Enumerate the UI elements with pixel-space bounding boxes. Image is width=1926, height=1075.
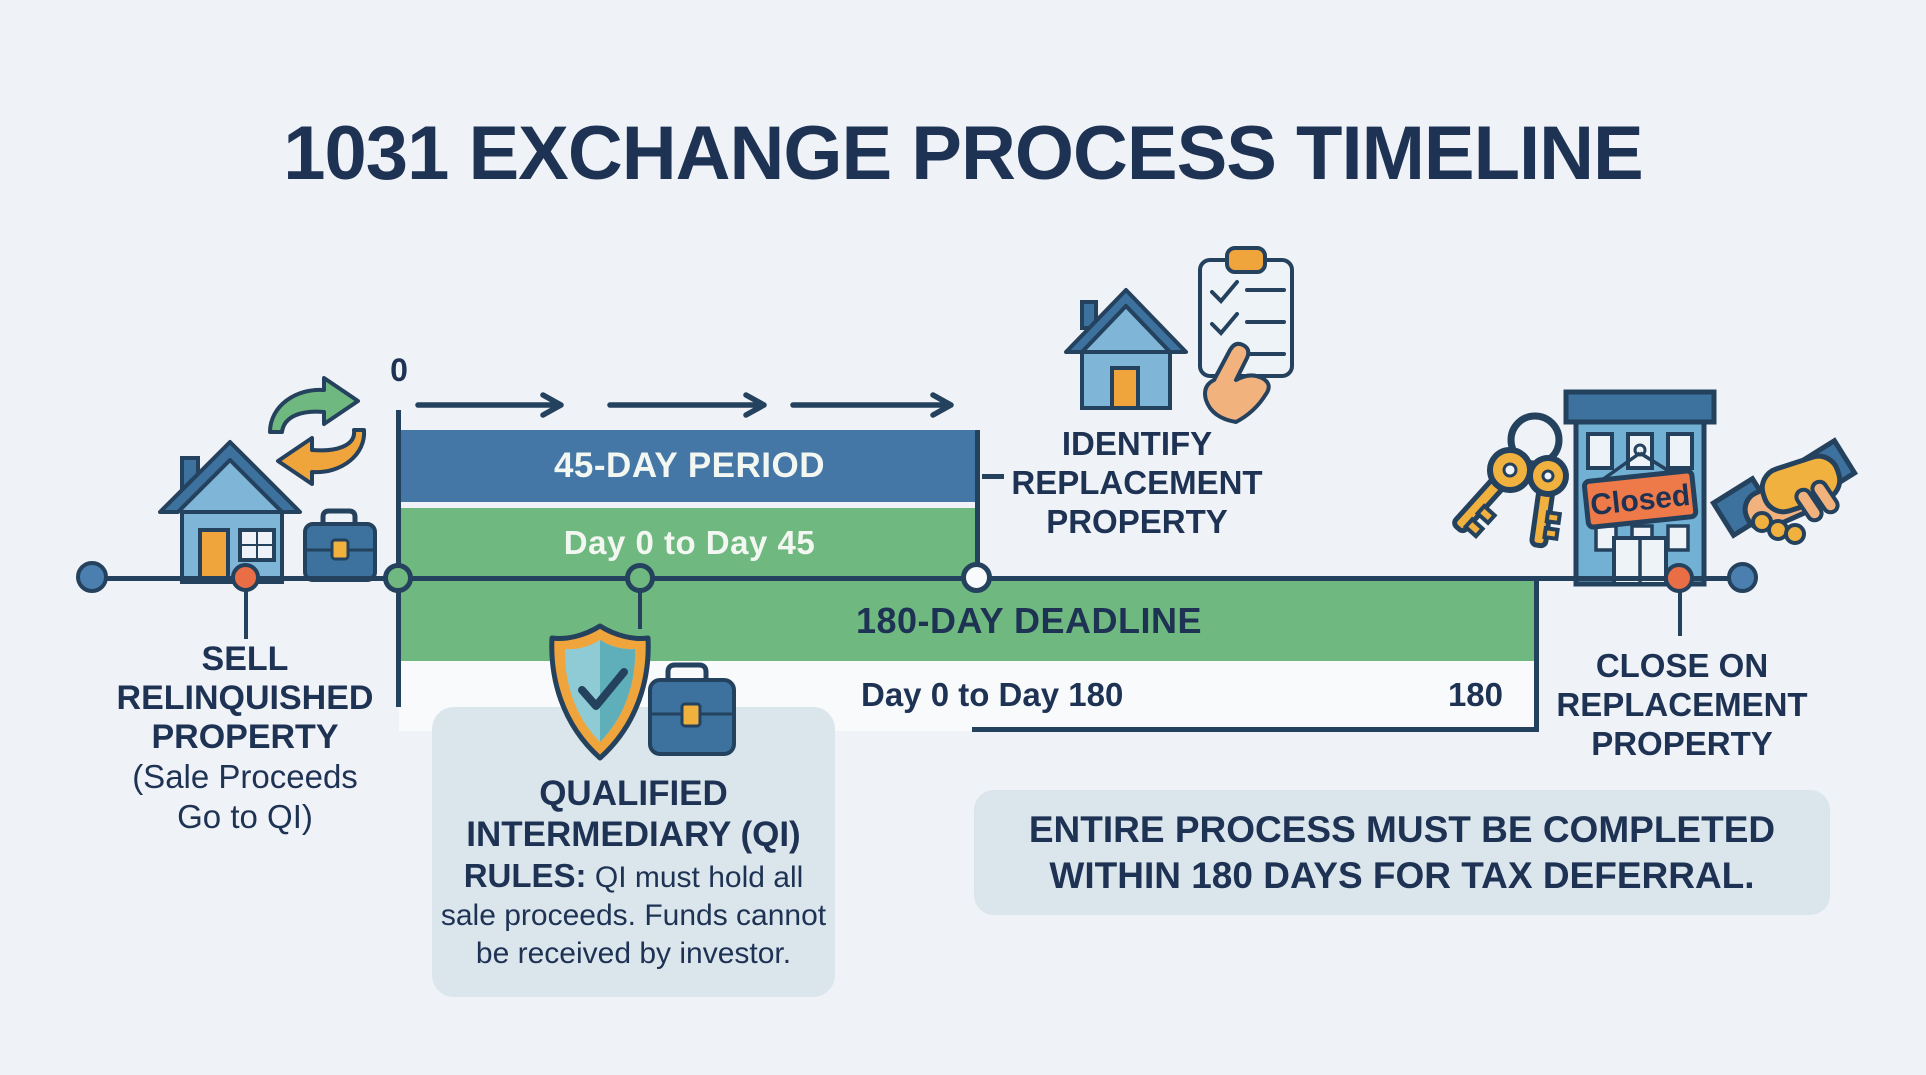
- swap-arrows-icon: [268, 376, 367, 486]
- bar-45-day-range: Day 0 to Day 45: [399, 508, 980, 578]
- day-zero-node: [383, 563, 413, 593]
- timeline-start-dot: [76, 561, 108, 593]
- bar-45-right-edge-line: [975, 430, 980, 578]
- house-icon: [158, 440, 302, 584]
- qi-body-line-1: sale proceeds. Funds cannot: [440, 899, 827, 932]
- sell-step-label: SELL RELINQUISHED PROPERTY (Sale Proceed…: [100, 640, 390, 837]
- deadline-bracket-vertical: [1534, 581, 1539, 732]
- qi-bold-line-2: INTERMEDIARY (QI): [466, 815, 801, 854]
- sell-milestone-dot: [231, 563, 260, 592]
- bar-45-label: 45-DAY PERIOD: [553, 446, 826, 485]
- close-icon-group: Closed: [1452, 389, 1859, 587]
- day-zero-axis-line: [396, 410, 401, 707]
- keys-icon: [1452, 412, 1569, 549]
- qi-body-line-2: be received by investor.: [475, 937, 792, 970]
- forward-arrows-icon: [415, 392, 954, 418]
- sell-subtitle-2: Go to QI): [177, 798, 313, 835]
- bar-45-day-period: 45-DAY PERIOD: [399, 430, 980, 502]
- close-line-1: CLOSE ON: [1595, 647, 1769, 684]
- identify-label-connector: [982, 474, 1004, 479]
- qi-rules-line: RULES: QI must hold all: [432, 855, 835, 897]
- closed-sign: Closed: [1581, 468, 1699, 530]
- clipboard-checklist-icon: [1198, 246, 1294, 378]
- sell-step-connector: [244, 581, 248, 639]
- deadline-bracket-horizontal: [972, 727, 1539, 732]
- house-icon: [1064, 288, 1188, 410]
- sell-subtitle-1: (Sale Proceeds: [132, 758, 358, 795]
- note-line-1: ENTIRE PROCESS MUST BE COMPLETED: [1028, 808, 1776, 850]
- sell-property-icon-group: [158, 376, 377, 584]
- sell-line-2: RELINQUISHED: [116, 679, 374, 717]
- qi-icon-group: [549, 623, 736, 761]
- handshake-icon: [1709, 437, 1859, 545]
- qi-rules-box: QUALIFIED INTERMEDIARY (QI) RULES: QI mu…: [432, 707, 835, 997]
- sell-line-3: PROPERTY: [151, 718, 339, 756]
- qi-step-connector: [638, 581, 642, 629]
- close-step-label: CLOSE ON REPLACEMENT PROPERTY: [1550, 646, 1814, 763]
- briefcase-icon: [648, 662, 736, 756]
- page-title: 1031 EXCHANGE PROCESS TIMELINE: [283, 111, 1643, 196]
- briefcase-icon: [303, 508, 377, 582]
- close-step-connector: [1678, 581, 1682, 636]
- qi-rules-bold: RULES:: [463, 857, 587, 894]
- day-zero-tick-label: 0: [390, 352, 408, 388]
- close-line-2: REPLACEMENT: [1556, 686, 1808, 723]
- day-180-tick-label: 180: [1447, 676, 1503, 713]
- bar-180-label: 180-DAY DEADLINE: [855, 600, 1203, 641]
- identify-line-3: PROPERTY: [1046, 503, 1228, 540]
- close-milestone-dot: [1664, 563, 1694, 593]
- sell-line-1: SELL: [201, 640, 289, 678]
- identify-icon-group: [1064, 246, 1294, 424]
- identify-step-label: IDENTIFY REPLACEMENT PROPERTY: [1006, 424, 1268, 541]
- qi-bold-line-1: QUALIFIED: [539, 774, 728, 813]
- qi-node: [625, 563, 655, 593]
- identify-line-2: REPLACEMENT: [1011, 464, 1263, 501]
- pointing-hand-icon: [1203, 341, 1271, 424]
- bar-180-range-label: Day 0 to Day 180: [861, 676, 1124, 713]
- close-line-3: PROPERTY: [1591, 725, 1773, 762]
- timeline-end-dot: [1727, 562, 1758, 593]
- deadline-note-box: ENTIRE PROCESS MUST BE COMPLETED WITHIN …: [974, 790, 1830, 915]
- identify-line-1: IDENTIFY: [1061, 425, 1213, 462]
- note-line-2: WITHIN 180 DAYS FOR TAX DEFERRAL.: [1049, 854, 1755, 896]
- day-45-node: [961, 562, 992, 593]
- shield-check-icon: [549, 623, 651, 761]
- qi-rules-rest: QI must hold all: [586, 861, 804, 894]
- building-closed-icon: Closed: [1563, 389, 1717, 587]
- bar-45-range-label: Day 0 to Day 45: [563, 524, 816, 561]
- timeline-axis: [92, 576, 1744, 581]
